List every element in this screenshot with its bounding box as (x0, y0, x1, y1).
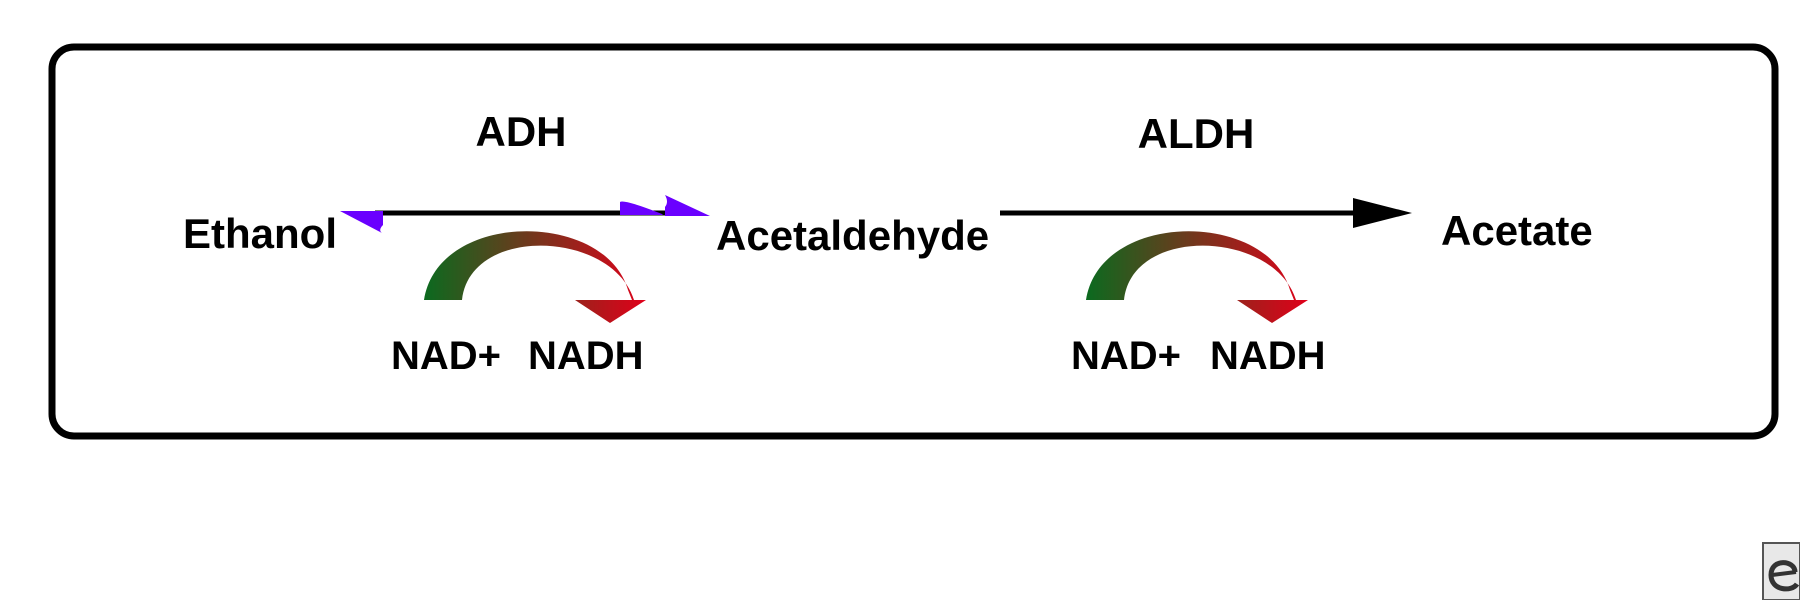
curved-arrow-icon (424, 231, 646, 323)
forward-arrowhead-icon (620, 195, 710, 216)
diagram-frame (48, 43, 1779, 440)
acetate-label: Acetate (1441, 207, 1593, 254)
forward-arrowhead-icon (1353, 198, 1412, 228)
enzyme-label-aldh: ALDH (1138, 110, 1255, 157)
reverse-arrowhead-icon (340, 211, 383, 233)
cofactor-arrow-2 (1086, 231, 1308, 323)
cofactor-arrow-1 (424, 231, 646, 323)
enzyme-label-adh: ADH (476, 108, 567, 155)
reversible-arrow (340, 195, 710, 233)
curved-arrow-icon (1086, 231, 1308, 323)
acetaldehyde-label: Acetaldehyde (716, 212, 989, 259)
nadh-label-1: NADH (528, 334, 644, 378)
ethanol-label: Ethanol (183, 210, 337, 257)
e-logo-icon (1762, 542, 1800, 600)
nadh-label-2: NADH (1210, 334, 1326, 378)
forward-arrow (1000, 198, 1412, 228)
nad-plus-label-2: NAD+ (1071, 334, 1181, 378)
nad-plus-label-1: NAD+ (391, 334, 501, 378)
